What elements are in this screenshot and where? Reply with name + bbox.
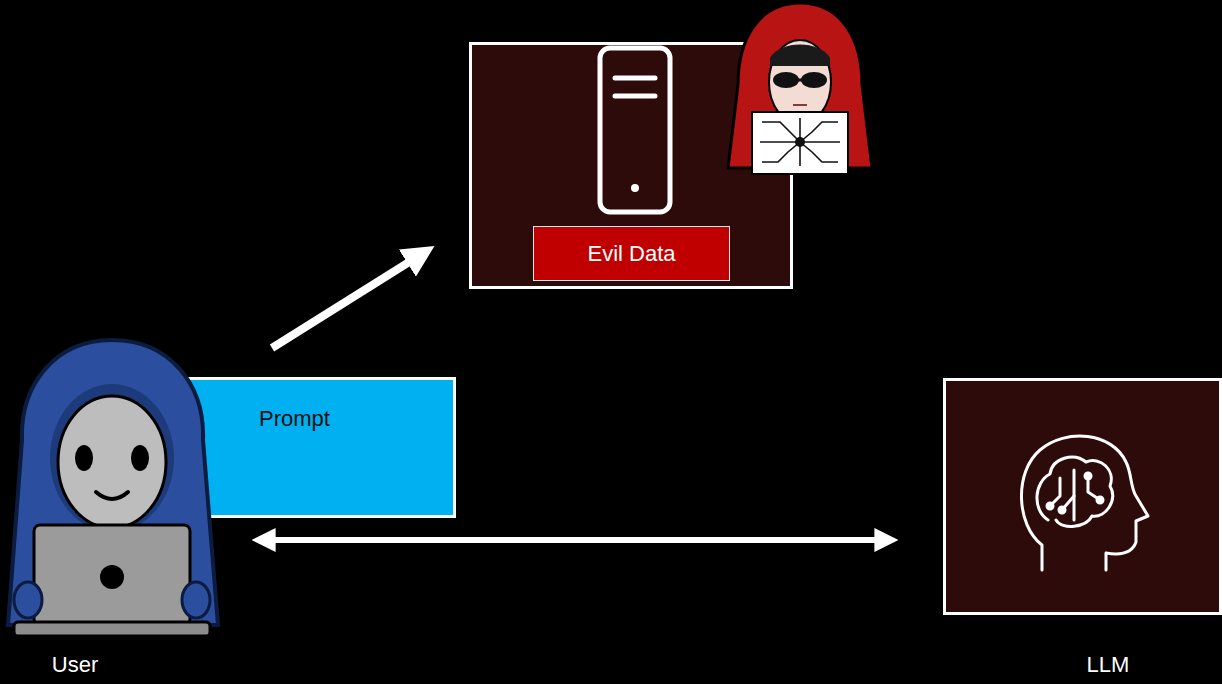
arrow-connector [260, 537, 890, 543]
box-label: Prompt [136, 380, 453, 432]
hacker-figure [728, 3, 872, 174]
data-badge: Evil Data [533, 226, 730, 281]
user-node: User [0, 340, 272, 684]
server-panel: Evil Data [469, 42, 793, 289]
prompt-box: Prompt [133, 377, 456, 518]
server-icon [600, 48, 670, 212]
user-figure [8, 340, 218, 636]
node-label: LLM [1048, 652, 1168, 678]
arrow-connector [272, 252, 425, 348]
llm-panel: LLM [943, 378, 1222, 615]
node-label: User [0, 652, 150, 678]
brain-icon [1021, 436, 1148, 570]
